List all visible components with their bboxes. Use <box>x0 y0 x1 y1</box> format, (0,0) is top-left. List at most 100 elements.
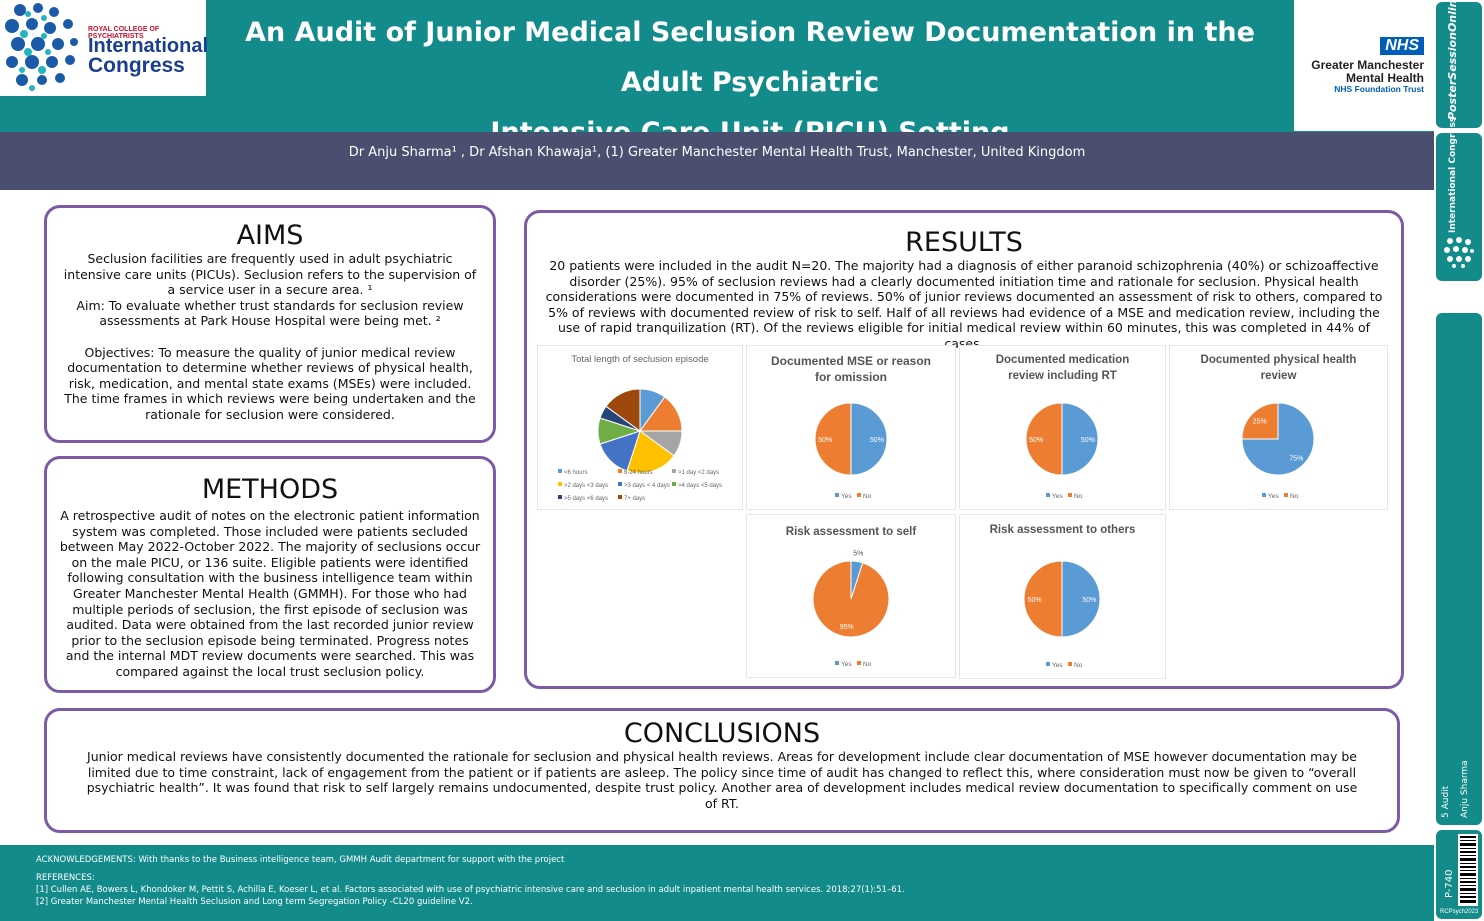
legend-swatch <box>618 482 622 486</box>
pie-slice-8 <box>605 388 641 432</box>
logo-line3: Congress <box>88 54 185 77</box>
references-label: REFERENCES: <box>36 873 95 883</box>
chart-physical-health: Documented physical health review 75% 25% Ye… <box>1169 345 1388 510</box>
legend-label: >5 days <6 days <box>564 496 608 502</box>
reference-1: [1] Cullen AE, Bowers L, Khondoker M, Pe… <box>36 885 905 895</box>
data-label: 25% <box>1253 419 1267 426</box>
legend-label: Yes <box>1268 493 1279 500</box>
legend-swatch <box>1262 493 1266 497</box>
legend-swatch <box>558 482 562 486</box>
chart-seclusion-length-svg: Total length of seclusion episode<6 hour… <box>558 354 722 502</box>
data-label: 50% <box>1029 437 1043 444</box>
pie-slice-4 <box>626 430 675 474</box>
chart-title: for omission <box>815 370 887 384</box>
legend-swatch <box>672 482 676 486</box>
sidebar-info: 5 Audit Anju Sharma <box>1436 313 1482 825</box>
logo-line1: ROYAL COLLEGE OF PSYCHIATRISTS <box>88 26 160 40</box>
results-body: 20 patients were included in the audit N… <box>545 258 1383 351</box>
legend-swatch <box>672 469 676 473</box>
data-label: 5% <box>853 551 863 558</box>
methods-body: A retrospective audit of notes on the el… <box>59 508 481 679</box>
chart-risk-self-svg: Risk assessment to self 5% 95% Yes No <box>786 526 917 668</box>
sidebar-congress-text: International Congress <box>1448 116 1458 233</box>
chart-title: Risk assessment to self <box>786 526 917 538</box>
data-label: 50% <box>1082 597 1096 604</box>
header-band <box>0 0 1434 132</box>
pie-slice-2 <box>1025 402 1063 476</box>
legend-swatch <box>1046 493 1050 497</box>
title-line-1: An Audit of Junior Medical Seclusion Rev… <box>245 17 1255 98</box>
barcode-icon <box>1458 834 1478 906</box>
legend-label: Yes <box>1052 493 1063 500</box>
legend-swatch <box>1046 662 1050 666</box>
legend-label: No <box>863 493 872 500</box>
reference-2: [2] Greater Manchester Mental Health Sec… <box>36 897 473 907</box>
conclusions-panel: CONCLUSIONS Junior medical reviews have … <box>44 708 1400 833</box>
rcpsych-logo-icon <box>5 3 78 91</box>
legend-label: >2 days <3 days <box>564 483 608 489</box>
nhs-line3: NHS Foundation Trust <box>1334 84 1424 94</box>
legend-label: No <box>863 661 872 668</box>
authors: Dr Anju Sharma¹ , Dr Afshan Khawaja¹, (1… <box>0 132 1434 190</box>
sidebar-category: 5 Audit <box>1441 785 1451 818</box>
legend-swatch <box>558 469 562 473</box>
nhs-logo: NHS Greater Manchester Mental Health NHS… <box>1294 0 1434 131</box>
legend-swatch <box>835 493 839 497</box>
legend-swatch <box>618 469 622 473</box>
pie-slice-1 <box>1241 402 1315 476</box>
methods-panel: METHODS A retrospective audit of notes o… <box>44 456 496 693</box>
chart-title: Documented physical health <box>1201 354 1357 366</box>
nhs-line2: Mental Health <box>1345 71 1424 85</box>
legend-label: No <box>1074 493 1083 500</box>
legend-label: 7+ days <box>624 496 645 502</box>
sidebar-brand: PosterSessionOnline <box>1436 0 1482 128</box>
legend-label: Yes <box>841 661 852 668</box>
rcpsych-logo: ROYAL COLLEGE OF PSYCHIATRISTS Internati… <box>0 0 209 96</box>
methods-heading: METHODS <box>201 474 339 505</box>
aims-heading: AIMS <box>236 220 304 251</box>
legend-swatch <box>558 495 562 499</box>
pie-slice-2 <box>812 560 890 638</box>
legend-swatch <box>835 661 839 665</box>
aims-body: Seclusion facilities are frequently used… <box>63 251 477 422</box>
chart-title: review <box>1261 370 1297 382</box>
conclusions-heading: CONCLUSIONS <box>623 718 821 749</box>
legend-label: <6 hours <box>564 470 588 476</box>
data-label: 50% <box>818 437 832 444</box>
conclusions-body: Junior medical reviews have consistently… <box>86 749 1358 811</box>
acknowledgements: ACKNOWLEDGEMENTS: With thanks to the Bus… <box>36 855 565 865</box>
legend-label: No <box>1290 493 1299 500</box>
legend-label: 6-24 hours <box>624 470 653 476</box>
chart-risk-self: Risk assessment to self 5% 95% Yes No <box>746 514 956 678</box>
poster-title: An Audit of Junior Medical Seclusion Rev… <box>206 0 1294 148</box>
footer: ACKNOWLEDGEMENTS: With thanks to the Bus… <box>0 845 1434 921</box>
logo-line2: International <box>88 35 209 57</box>
data-label: 75% <box>1289 455 1303 462</box>
legend-swatch <box>618 495 622 499</box>
chart-title: Risk assessment to others <box>990 524 1136 536</box>
legend-swatch <box>857 661 861 665</box>
data-label: 95% <box>840 624 854 631</box>
aims-panel: AIMS Seclusion facilities are frequently… <box>44 205 496 443</box>
legend-label: Yes <box>1052 662 1063 669</box>
sidebar-code: RCPsych2023 <box>1440 909 1479 915</box>
chart-title: review including RT <box>1008 370 1117 382</box>
chart-title: Documented MSE or reason <box>771 354 931 368</box>
data-label: 50% <box>1028 597 1042 604</box>
legend-label: >4 days <5 days <box>678 483 722 489</box>
nhs-line1: Greater Manchester <box>1311 58 1424 72</box>
sidebar-poster-id: P-740 <box>1444 869 1455 898</box>
sidebar-author: Anju Sharma <box>1460 760 1470 818</box>
sidebar-congress-icon <box>1444 237 1474 268</box>
sidebar-id: P-740 RCPsych2023 <box>1436 830 1482 919</box>
nhs-badge: NHS <box>1380 37 1424 55</box>
data-label: 50% <box>1081 437 1095 444</box>
pie-slice-2 <box>814 402 852 476</box>
legend-swatch <box>1068 493 1072 497</box>
